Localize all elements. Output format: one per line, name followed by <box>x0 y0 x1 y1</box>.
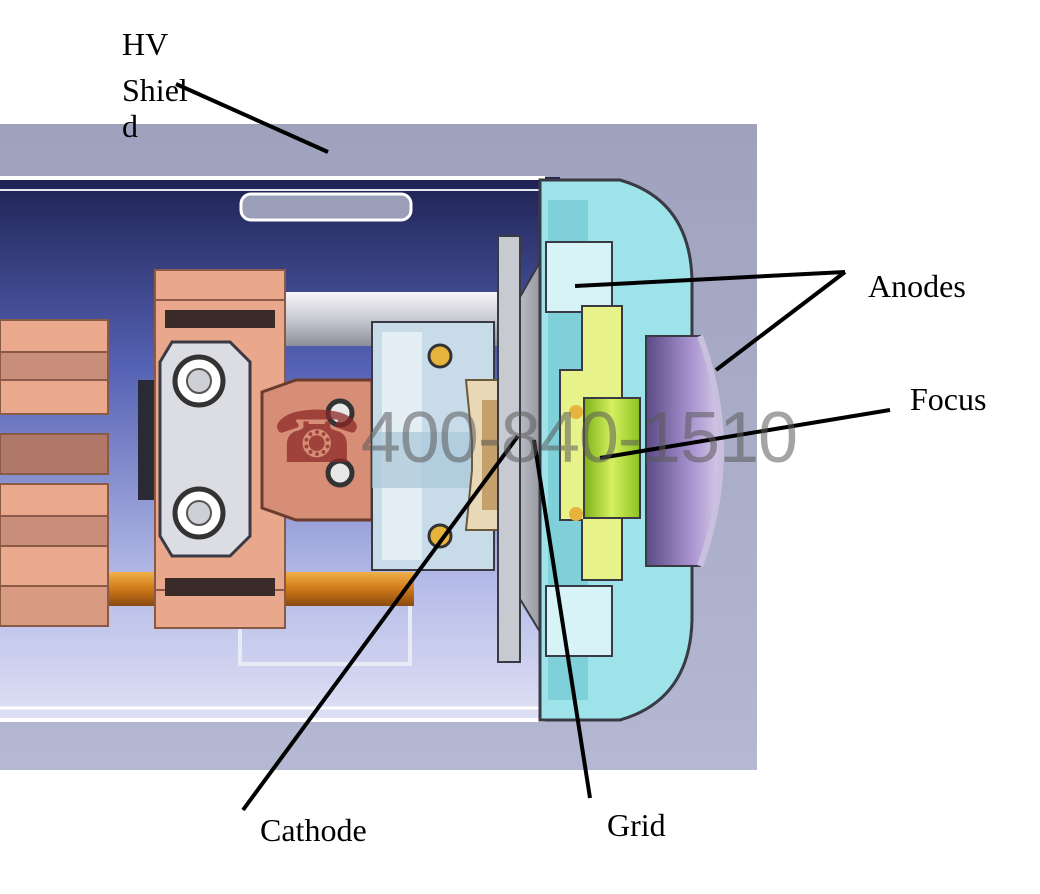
left-copper-stack <box>0 319 109 627</box>
label-hv: HV <box>122 26 169 62</box>
label-cathode: Cathode <box>260 812 367 848</box>
leader-focus <box>599 408 891 460</box>
bottom-bracket <box>238 606 412 666</box>
label-d: d <box>122 108 138 144</box>
phone-watermark: ☎400-840-1510 <box>272 402 798 474</box>
top-slot <box>239 192 413 222</box>
label-focus: Focus <box>910 381 987 417</box>
telephone-icon: ☎ <box>272 398 362 478</box>
anode-upper <box>545 241 613 313</box>
leader-anodes-2 <box>714 270 847 372</box>
watermark-phone-number: 400-840-1510 <box>360 398 798 478</box>
leader-grid <box>532 439 592 799</box>
leader-anodes-1 <box>574 270 846 288</box>
leader-cathode <box>241 434 520 812</box>
label-grid: Grid <box>607 807 666 843</box>
label-shield: Shiel <box>122 72 188 108</box>
leader-hv-shield <box>175 82 329 154</box>
anode-lower <box>545 585 613 657</box>
label-anodes: Anodes <box>868 268 966 304</box>
leader-lines <box>175 82 891 812</box>
